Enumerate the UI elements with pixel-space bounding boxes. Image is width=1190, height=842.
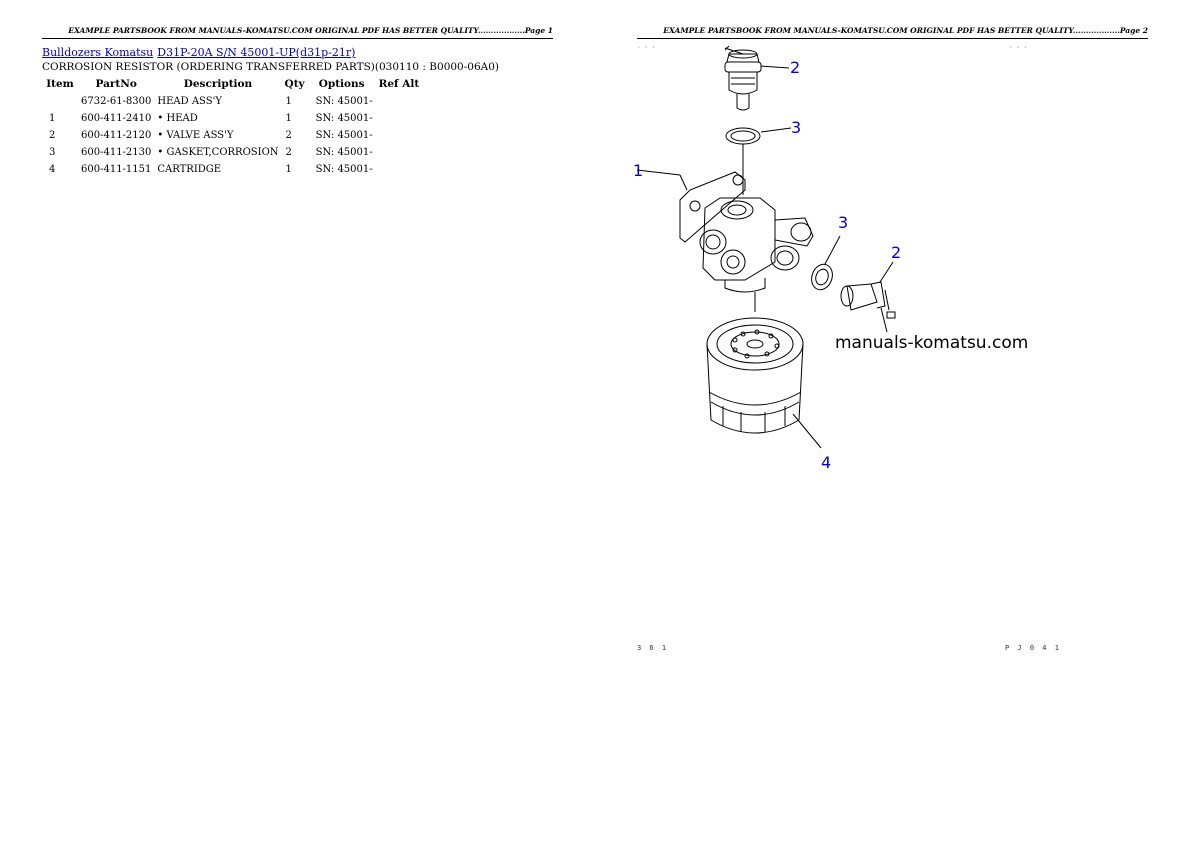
parts-table: Item PartNo Description Qty Options Ref … xyxy=(42,76,422,178)
cell-qty: 1 xyxy=(285,164,292,175)
page-title: CORROSION RESISTOR (ORDERING TRANSFERRED… xyxy=(42,61,500,73)
cell-description: • GASKET,CORROSION xyxy=(157,147,279,158)
svg-text:· · ·: · · · xyxy=(1009,44,1027,51)
svg-text:· · ·: · · · xyxy=(637,44,655,51)
cell-description: • VALVE ASS'Y xyxy=(157,130,234,141)
col-header-description: Description xyxy=(183,78,253,90)
col-header-item: Item xyxy=(46,78,74,90)
callout-label-4: 4 xyxy=(821,453,831,472)
cell-qty: 1 xyxy=(285,96,292,107)
parts-page-1: EXAMPLE PARTSBOOK FROM MANUALS-KOMATSU.C… xyxy=(42,26,553,178)
watermark-text: manuals-komatsu.com xyxy=(835,333,1028,353)
col-header-partno: PartNo xyxy=(95,78,137,90)
callout-label-3-top: 3 xyxy=(791,118,801,137)
table-row: 1 600-411-2410 • HEAD 1 SN: 45001- xyxy=(42,110,422,127)
cartridge-filter-drawing xyxy=(706,317,822,449)
cell-partno: 6732-61-8300 xyxy=(81,96,152,107)
footer-mark-left: 3 6 1 xyxy=(637,644,669,652)
table-row: 2 600-411-2120 • VALVE ASS'Y 2 SN: 45001… xyxy=(42,127,422,144)
table-header-row: Item PartNo Description Qty Options Ref … xyxy=(42,76,422,93)
footer-mark-right: P J 0 4 1 xyxy=(1005,644,1061,652)
page-header: EXAMPLE PARTSBOOK FROM MANUALS-KOMATSU.C… xyxy=(42,26,553,39)
cell-options: SN: 45001- xyxy=(315,164,373,175)
cell-item xyxy=(42,93,78,110)
cell-options: SN: 45001- xyxy=(315,147,373,158)
callout-label-1: 1 xyxy=(633,161,643,180)
page-header: EXAMPLE PARTSBOOK FROM MANUALS-KOMATSU.C… xyxy=(637,26,1148,39)
col-header-refalt: Ref Alt xyxy=(378,78,420,90)
cell-refalt xyxy=(376,127,423,144)
table-row: 6732-61-8300 HEAD ASS'Y 1 SN: 45001- xyxy=(42,93,422,110)
cell-partno: 600-411-2130 xyxy=(81,147,152,158)
cell-options: SN: 45001- xyxy=(315,113,373,124)
callout-label-2-top: 2 xyxy=(790,58,800,77)
callout-label-2-side: 2 xyxy=(891,243,901,262)
cell-description: • HEAD xyxy=(157,113,198,124)
cell-options: SN: 45001- xyxy=(315,130,373,141)
cell-refalt xyxy=(376,93,423,110)
cell-item: 2 xyxy=(49,130,56,141)
parts-page-2: EXAMPLE PARTSBOOK FROM MANUALS-KOMATSU.C… xyxy=(595,0,1190,842)
cell-qty: 2 xyxy=(285,130,292,141)
cell-partno: 600-411-2120 xyxy=(81,130,152,141)
table-row: 4 600-411-1151 CARTRIDGE 1 SN: 45001- xyxy=(42,161,422,178)
cell-description: CARTRIDGE xyxy=(157,164,222,175)
cell-partno: 600-411-1151 xyxy=(81,164,152,175)
head-housing-drawing xyxy=(636,169,814,312)
cell-qty: 1 xyxy=(285,113,292,124)
col-header-options: Options xyxy=(318,78,365,90)
valve-assembly-top-drawing xyxy=(724,45,790,111)
cell-refalt xyxy=(376,144,423,161)
valve-assembly-side-drawing xyxy=(840,261,896,333)
cell-refalt xyxy=(376,110,423,127)
breadcrumb-link-category[interactable]: Bulldozers Komatsu xyxy=(42,46,154,59)
cell-item: 1 xyxy=(49,113,56,124)
cell-description: HEAD ASS'Y xyxy=(157,96,222,107)
cell-item: 3 xyxy=(49,147,56,158)
col-header-qty: Qty xyxy=(284,78,305,90)
gasket-side-drawing xyxy=(811,235,841,291)
cell-refalt xyxy=(376,161,423,178)
cell-qty: 2 xyxy=(285,147,292,158)
gasket-top-drawing xyxy=(725,127,792,195)
table-row: 3 600-411-2130 • GASKET,CORROSION 2 SN: … xyxy=(42,144,422,161)
exploded-parts-diagram: 2 3 1 3 2 4 manuals-komatsu.com · · · · … xyxy=(633,44,1028,472)
callout-label-3-side: 3 xyxy=(838,213,848,232)
cell-partno: 600-411-2410 xyxy=(81,113,152,124)
breadcrumb-link-model[interactable]: D31P-20A S/N 45001-UP(d31p-21r) xyxy=(157,46,356,59)
cell-item: 4 xyxy=(49,164,56,175)
cell-options: SN: 45001- xyxy=(315,96,373,107)
